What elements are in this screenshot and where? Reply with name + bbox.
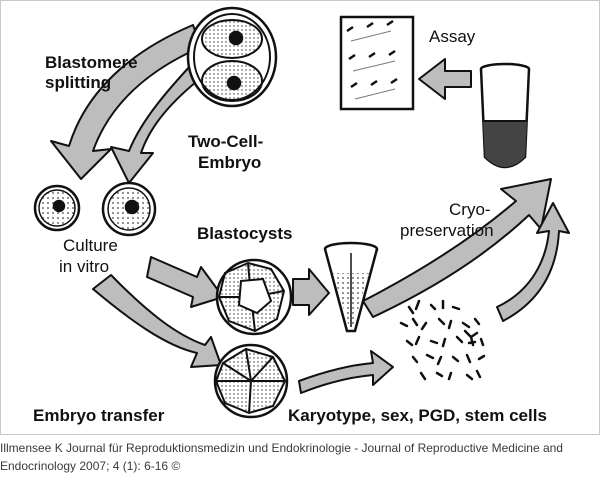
label-cryo-line1: Cryo- [449,200,491,219]
label-two-cell-line1: Two-Cell- [188,132,263,151]
split-cell-left [33,184,81,232]
caption-line-2: Endocrinology 2007; 4 (1): 6-16 © [0,459,181,473]
label-culture-line1: Culture [63,236,118,255]
label-culture-line2: in vitro [59,257,109,276]
label-karyotype: Karyotype, sex, PGD, stem cells [288,406,547,425]
karyotype-chromosomes [399,299,486,381]
label-assay: Assay [429,27,476,46]
caption-line-1: Illmensee K Journal für Reproduktionsmed… [0,441,563,455]
label-embryo-transfer: Embryo transfer [33,406,165,425]
cryo-straw [323,241,379,333]
blastocyst-upper [215,258,293,336]
arrow-karyotype-to-cryo [496,202,570,322]
test-tube [479,62,531,169]
label-blastomere-line2: splitting [45,73,111,92]
split-cell-right [101,181,157,237]
arrow-split-left [50,24,202,180]
arrow-tube-to-assay [418,58,472,100]
figure-caption: Illmensee K Journal für Reproduktionsmed… [0,439,598,475]
label-blastomere-line1: Blastomere [45,53,138,72]
arrow-culture-to-blastocyst [146,256,224,308]
two-cell-embryo [186,6,278,108]
assay-plate [339,15,415,111]
label-two-cell-line2: Embryo [198,153,261,172]
embryo-workflow-diagram: Blastomere splitting Two-Cell- Embryo As… [33,6,570,425]
morula-lower [213,343,289,419]
label-cryo-line2: preservation [400,221,494,240]
arrow-cryo [362,178,552,318]
arrow-morula-to-karyotype [298,350,394,394]
figure-area: Blastomere splitting Two-Cell- Embryo As… [0,0,600,435]
arrow-blastocyst-to-straw [292,268,330,316]
label-blastocysts: Blastocysts [197,224,292,243]
